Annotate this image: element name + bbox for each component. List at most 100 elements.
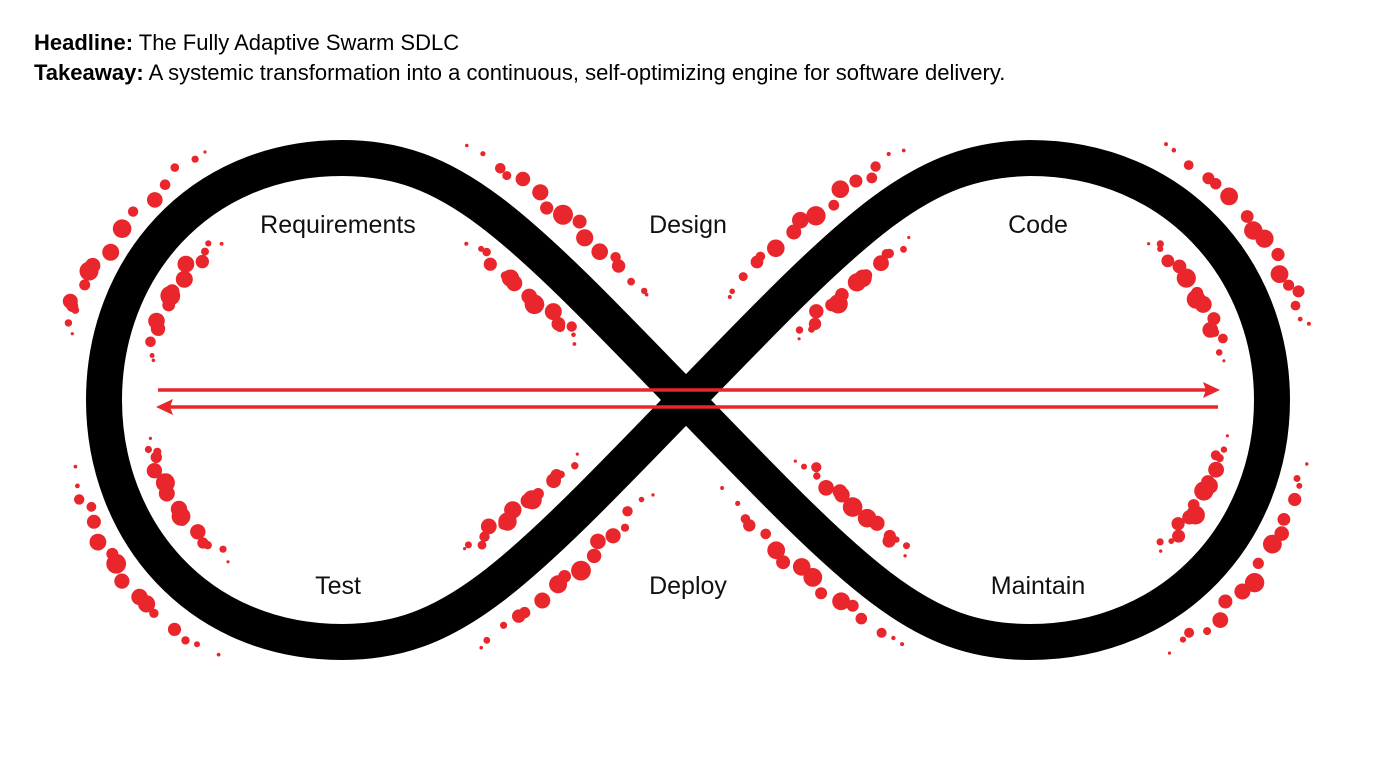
swarm-dot xyxy=(793,459,797,463)
swarm-dot xyxy=(893,536,900,543)
swarm-dot xyxy=(147,192,163,208)
swarm-dot xyxy=(1194,481,1214,501)
swarm-dot xyxy=(572,214,587,229)
swarm-dot xyxy=(203,541,212,550)
swarm-dot xyxy=(1240,210,1254,223)
swarm-dot xyxy=(506,275,523,292)
swarm-dot xyxy=(1179,636,1187,643)
swarm-dot xyxy=(149,353,155,358)
takeaway-text: A systemic transformation into a continu… xyxy=(148,60,1006,85)
swarm-dot xyxy=(1225,434,1229,438)
headline-label: Headline: xyxy=(34,30,134,55)
swarm-dot xyxy=(532,184,549,201)
swarm-dot xyxy=(138,595,156,613)
swarm-dot xyxy=(815,587,828,600)
swarm-dot xyxy=(735,500,741,506)
swarm-dot xyxy=(159,179,171,190)
swarm-dot xyxy=(571,560,591,581)
swarm-dot xyxy=(1156,240,1164,248)
swarm-dot xyxy=(102,243,120,261)
swarm-dot xyxy=(755,251,766,262)
swarm-dot xyxy=(1161,254,1175,268)
takeaway-line: Takeaway: A systemic transformation into… xyxy=(34,58,1005,88)
swarm-dot xyxy=(1222,359,1226,363)
swarm-dot xyxy=(638,496,645,503)
swarm-dot xyxy=(809,304,824,319)
swarm-dot xyxy=(149,608,159,618)
swarm-dot xyxy=(611,259,626,273)
swarm-dot xyxy=(641,287,648,295)
swarm-dot xyxy=(540,201,554,215)
swarm-dot xyxy=(1183,160,1194,171)
swarm-dot xyxy=(886,151,891,157)
swarm-dot xyxy=(1210,178,1222,190)
swarm-dot xyxy=(1293,475,1301,482)
swarm-dot xyxy=(1147,242,1151,246)
swarm-dot xyxy=(900,642,905,647)
swarm-dot xyxy=(64,319,73,327)
swarm-dot xyxy=(154,326,165,336)
swarm-dot xyxy=(73,464,78,469)
swarm-dot xyxy=(860,269,873,282)
swarm-dot xyxy=(806,206,826,226)
swarm-dot xyxy=(866,172,878,184)
swarm-dot xyxy=(89,533,107,551)
swarm-dot xyxy=(803,568,823,587)
swarm-dot xyxy=(477,540,487,550)
swarm-dot xyxy=(532,298,545,311)
swarm-dot xyxy=(870,161,881,172)
swarm-dot xyxy=(495,163,506,174)
swarm-dot xyxy=(1218,333,1228,344)
swarm-dot xyxy=(483,636,491,644)
stage-test: Test xyxy=(315,572,361,600)
swarm-dot xyxy=(884,248,894,259)
swarm-dot xyxy=(1168,538,1175,544)
swarm-dot xyxy=(194,641,200,648)
swarm-dot xyxy=(463,547,467,551)
swarm-dot xyxy=(842,497,863,517)
swarm-dot xyxy=(797,337,801,341)
swarm-dot xyxy=(1305,462,1309,466)
swarm-dot xyxy=(831,180,850,198)
swarm-dot xyxy=(813,472,821,480)
swarm-dot xyxy=(464,541,472,549)
arrow-left-icon xyxy=(156,399,1218,415)
swarm-dot xyxy=(620,523,630,532)
swarm-dot xyxy=(743,519,756,532)
swarm-dot xyxy=(622,506,633,517)
swarm-dot xyxy=(151,358,156,363)
swarm-dot xyxy=(127,206,139,217)
swarm-dot xyxy=(79,261,99,281)
swarm-dot xyxy=(201,247,209,256)
stage-maintain: Maintain xyxy=(991,572,1086,600)
swarm-dot xyxy=(170,163,180,172)
swarm-dot xyxy=(1212,612,1229,628)
swarm-dot xyxy=(1288,492,1302,507)
swarm-dot xyxy=(795,326,804,334)
swarm-dot xyxy=(786,224,802,240)
swarm-dot xyxy=(71,306,80,314)
swarm-dot xyxy=(515,171,531,187)
swarm-dot xyxy=(205,240,212,247)
swarm-dot xyxy=(1244,573,1265,593)
swarm-dot xyxy=(512,609,526,623)
swarm-dot xyxy=(502,171,512,181)
swarm-dot xyxy=(480,518,497,535)
swarm-dot xyxy=(106,553,127,574)
stage-deploy: Deploy xyxy=(649,572,727,600)
swarm-dot xyxy=(767,239,785,258)
swarm-dot xyxy=(479,531,490,542)
swarm-dot xyxy=(219,241,224,246)
swarm-dot xyxy=(1215,349,1223,356)
swarm-dot xyxy=(776,555,791,570)
swarm-dot xyxy=(112,219,132,238)
swarm-dot xyxy=(480,151,486,157)
swarm-dot xyxy=(571,462,579,470)
swarm-dot xyxy=(1164,142,1168,147)
swarm-dot xyxy=(891,635,896,641)
swarm-dot xyxy=(553,204,573,225)
swarm-dot xyxy=(195,254,209,269)
swarm-dot xyxy=(75,483,80,489)
swarm-dot xyxy=(190,524,206,540)
swarm-dot xyxy=(1292,285,1305,298)
